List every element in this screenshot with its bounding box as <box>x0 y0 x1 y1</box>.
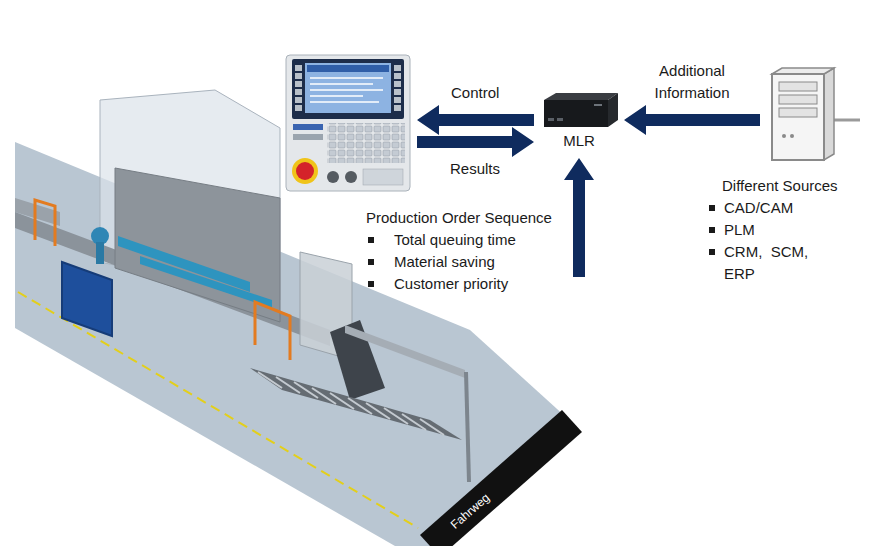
cnc-panel-icon <box>283 53 413 193</box>
list-heading: Different Sources <box>722 175 838 197</box>
bullet-square <box>368 259 374 265</box>
pole <box>466 372 469 482</box>
mlr-computer: MLR <box>538 90 620 154</box>
rollers <box>258 372 444 435</box>
grey-wall <box>115 168 280 322</box>
text-group: MLR <box>538 130 620 152</box>
arrow-label: Results <box>450 158 500 180</box>
cnc-controller <box>283 53 413 193</box>
list-heading: Production Order Sequence <box>366 207 552 229</box>
mini-pc-icon <box>538 90 620 130</box>
blue-door <box>62 262 112 336</box>
node-label: MLR <box>538 130 620 152</box>
teal-beam <box>140 256 272 308</box>
block-arrow <box>624 105 760 135</box>
block-arrow <box>417 127 534 157</box>
list-item-text: Material saving <box>394 251 552 273</box>
list-item: Material saving <box>362 251 552 273</box>
orange-frame <box>255 302 290 360</box>
text-group: Different SourcesCAD/CAMPLMCRM, SCM, ERP <box>707 175 838 285</box>
list-item: CRM, SCM, ERP <box>707 241 838 285</box>
data-server: Different SourcesCAD/CAMPLMCRM, SCM, ERP <box>764 64 860 164</box>
list-item-text: Customer priority <box>394 273 552 295</box>
text-group: Production Order SequenceTotal queuing t… <box>362 207 552 295</box>
bullet-square <box>709 205 715 211</box>
bullet-square <box>368 237 374 243</box>
bullet-square <box>709 249 715 255</box>
list-item-text: CRM, SCM, ERP <box>724 241 824 285</box>
teal-beam <box>118 236 250 292</box>
list-item: Customer priority <box>362 273 552 295</box>
list-item-text: Total queuing time <box>394 229 552 251</box>
block-arrow <box>564 158 594 277</box>
list-item: CAD/CAM <box>707 197 838 219</box>
bullet-square <box>709 227 715 233</box>
list-item: PLM <box>707 219 838 241</box>
arrow-label: Control <box>451 82 499 104</box>
railing <box>345 325 465 378</box>
orange-frame <box>35 200 55 246</box>
arrow-label: Additional Information <box>646 60 738 104</box>
robot-arm <box>96 242 104 264</box>
bullet-square <box>368 281 374 287</box>
list-item-text: PLM <box>724 219 824 241</box>
roller-conveyor <box>250 368 462 440</box>
list-item-text: CAD/CAM <box>724 197 824 219</box>
server-icon <box>764 64 860 164</box>
list-item: Total queuing time <box>362 229 552 251</box>
order-sequence: Production Order SequenceTotal queuing t… <box>362 207 558 299</box>
